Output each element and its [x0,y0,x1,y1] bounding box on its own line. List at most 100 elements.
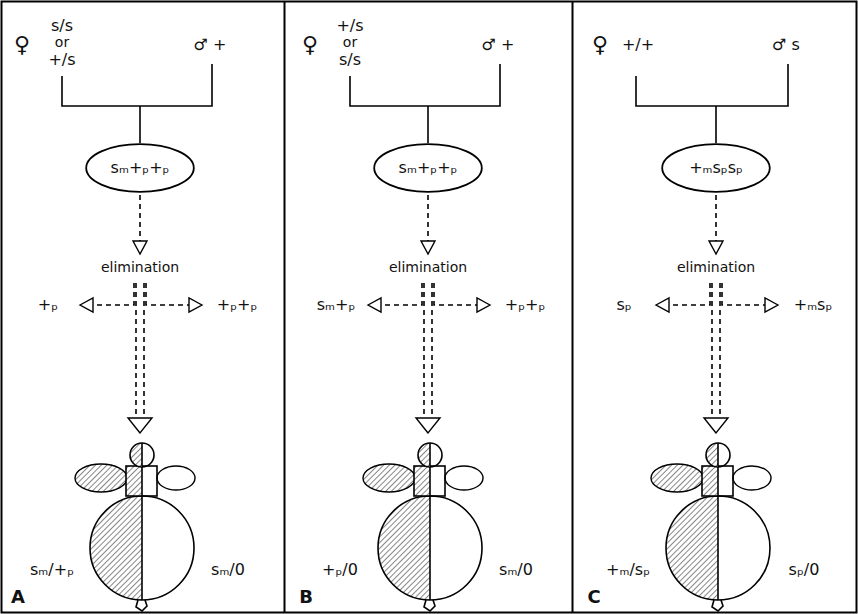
double-arrow [711,283,713,419]
abdomen-half [90,496,142,600]
double-arrow [143,283,145,419]
genotype-label: ♂ + [194,36,227,54]
label-text: +/s [336,16,363,35]
genotype-label: sₘ/+ₚ [30,561,74,579]
label-text: ♀ [592,32,608,57]
double-arrow [719,283,721,419]
cross-bracket [62,64,212,106]
genitalia [136,600,147,611]
annotation: elimination [389,260,467,275]
head [706,443,730,467]
branch-arrow [668,283,710,305]
label-text: sₚ/0 [789,560,820,579]
arrow-head [368,298,381,312]
branch-arrow [722,283,766,305]
panel-letter: A [11,587,25,607]
genotype-label: +ₚ+ₚ [505,296,546,314]
genotype-label: sₘ/0 [211,561,245,579]
double-arrow [431,283,433,419]
label-text: sₘ/0 [211,560,245,579]
genotype-label: +ₚ [38,296,58,314]
label-text: C [587,586,600,607]
label-text: +/+ [622,35,654,54]
label-text: ♂ + [194,35,227,54]
abdomen-half [378,496,430,600]
label-text: elimination [389,259,467,275]
oval [662,144,770,192]
midline [141,496,143,600]
label-text: +ₚ+ₚ [217,295,258,314]
branch-arrow [92,283,134,305]
arrow-head [128,418,152,433]
arrow-head [709,241,723,254]
label-text: ♂ + [482,35,515,54]
sex-symbol: ♀ [302,33,318,57]
sex-symbol: ♀ [14,33,30,57]
genotype-label: +/s [48,51,75,69]
arrow-head [416,418,440,433]
label-text: +ₚ [38,295,58,314]
wing [157,466,195,490]
label-text: sₘ+ₚ [317,295,356,314]
label-text: sₚ [616,295,631,314]
head [418,443,442,467]
midline [141,466,143,496]
thorax [702,466,733,496]
label-text: sₘ/+ₚ [30,560,74,579]
label-text: A [11,586,25,607]
arrow-head [189,298,202,312]
genotype-label: +ₚ+ₚ [217,296,258,314]
wing [733,466,771,490]
arrow-head [133,241,147,254]
label-text: ♀ [302,32,318,57]
genotype-label: s/s [51,17,73,35]
genotype-label: +ₘsₚ [794,296,833,314]
sex-symbol: ♀ [592,33,608,57]
genotype-text: sₘ+ₚ+ₚ [111,159,170,177]
label-text: or [343,34,357,50]
label-text: ♀ [14,32,30,57]
genotype-label: sₘ+ₚ [317,296,356,314]
panel-art [350,64,500,611]
annotation: or [343,35,357,50]
head-half [130,443,142,467]
midline [717,443,719,466]
thorax [414,466,445,496]
label-text: ♂ s [772,35,800,54]
label-text: +ₘ/sₚ [606,560,650,579]
label-text: s/s [51,16,73,35]
panel-letter: C [587,587,600,607]
label-text: B [299,586,313,607]
branch-arrow [380,283,422,305]
label-text: +ₘsₚ [794,295,833,314]
midline [429,496,431,600]
genotype-label: +ₚ/0 [322,561,358,579]
annotation: elimination [101,260,179,275]
wing [445,466,483,490]
zygote-oval: sₘ+ₚ+ₚ [85,143,195,193]
double-arrow [135,283,137,419]
branch-arrow [146,283,190,305]
midline [429,466,431,496]
genotype-label: +/s [336,17,363,35]
thorax [126,466,157,496]
genitalia [712,600,723,611]
abdomen [90,496,194,600]
panel-divider [284,1,286,613]
arrow-head [765,298,778,312]
oval [374,144,482,192]
head [130,443,154,467]
abdomen [666,496,770,600]
thorax-half [126,466,142,496]
panel-art [62,64,212,611]
zygote-oval: +ₘsₚsₚ [661,143,771,193]
arrow-head [477,298,490,312]
label-text: elimination [677,259,755,275]
midline [717,466,719,496]
dashed-arrow [715,195,717,242]
genotype-label: sₚ/0 [789,561,820,579]
head-half [418,443,430,467]
cross-stem [427,106,429,143]
midline [717,496,719,600]
